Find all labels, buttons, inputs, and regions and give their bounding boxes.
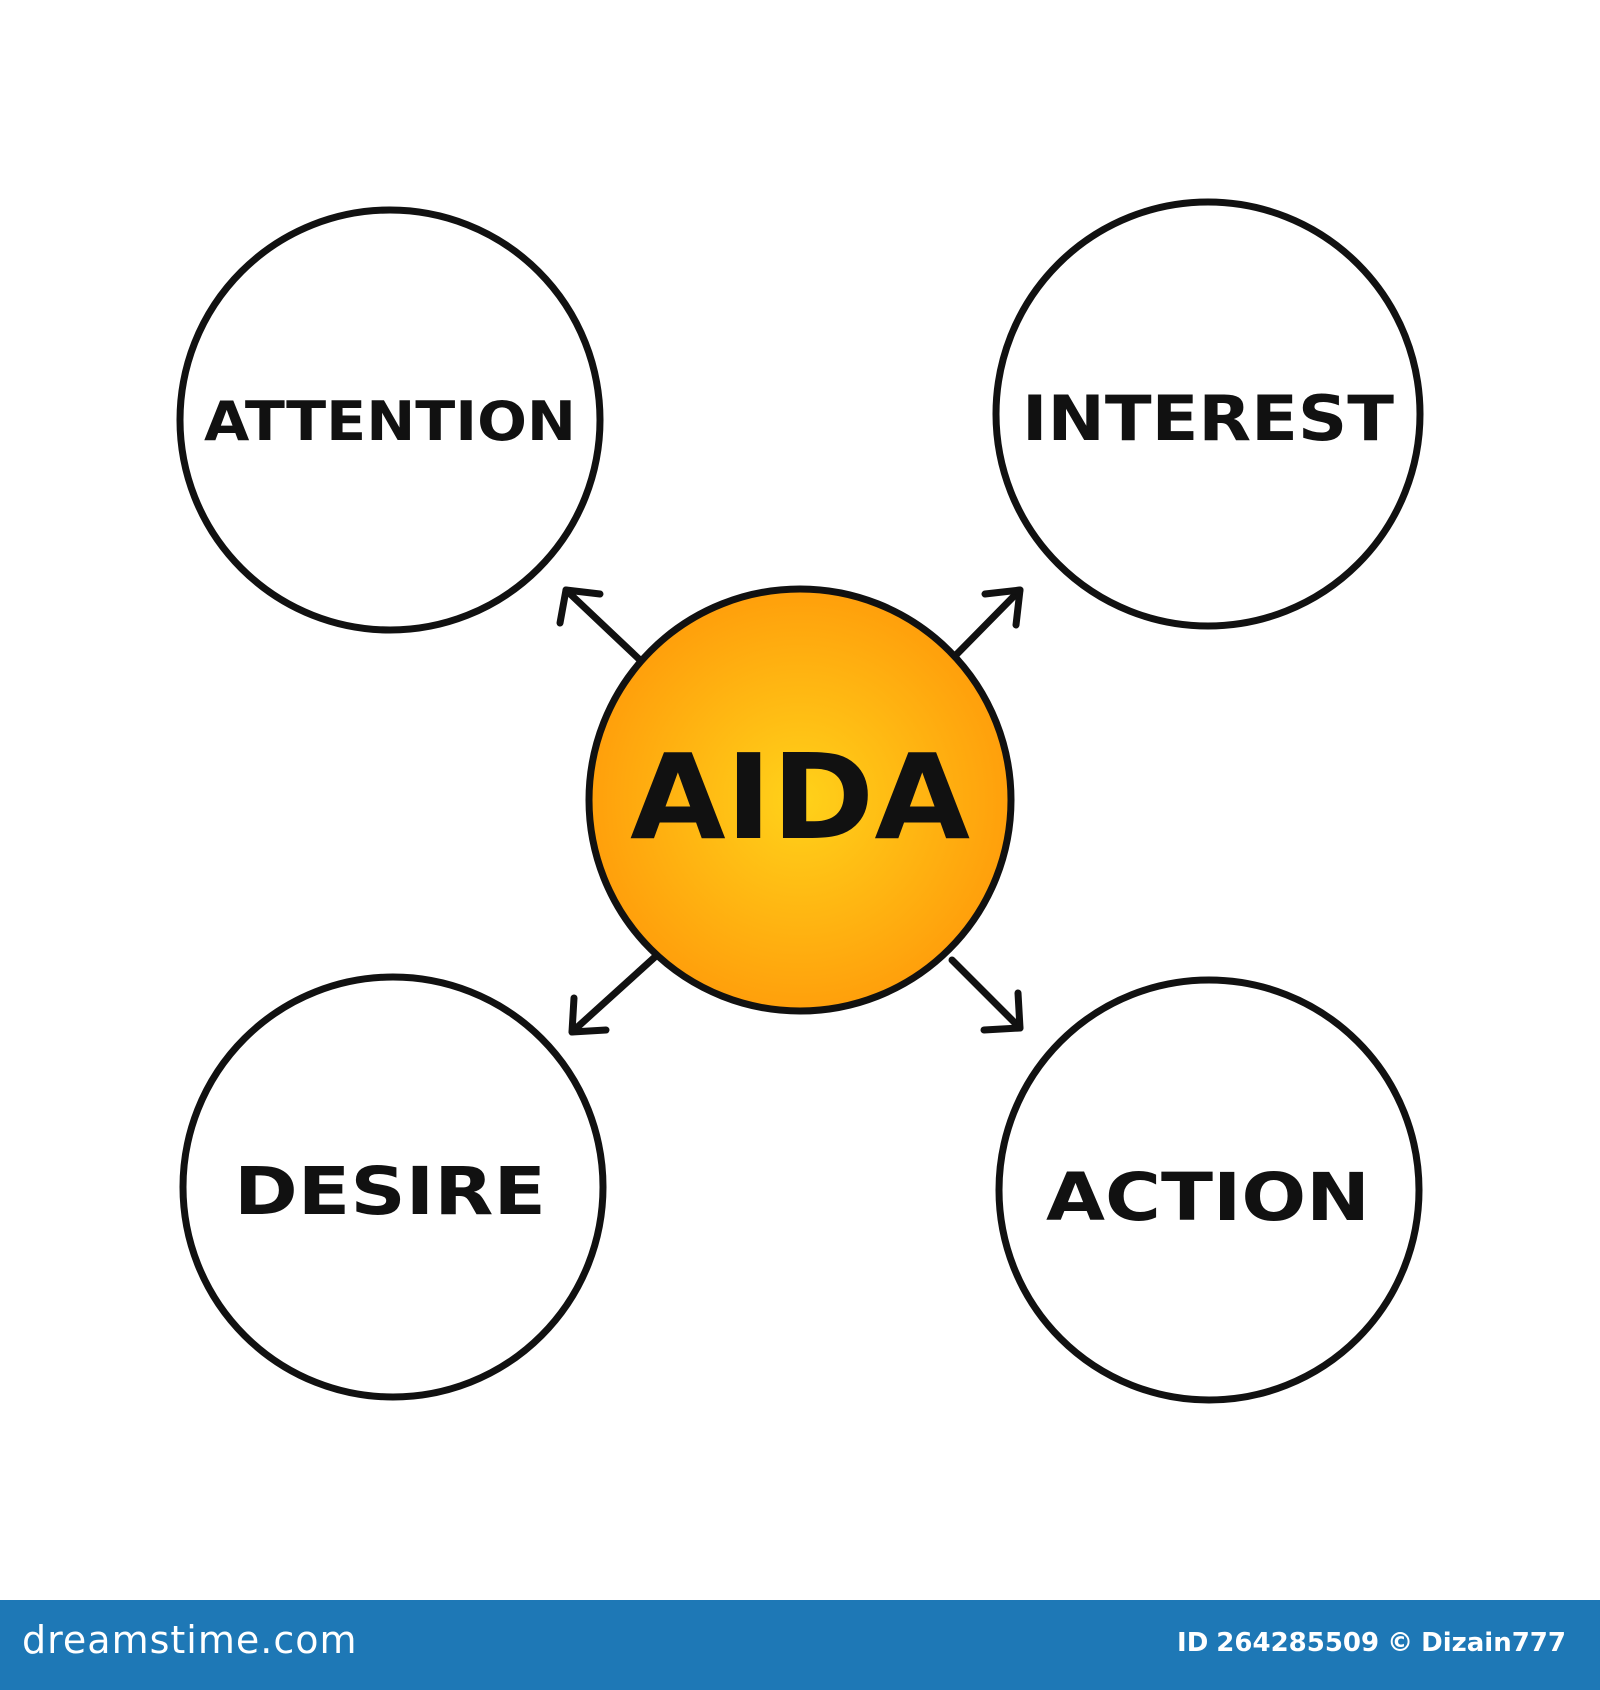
connector-attention: [556, 586, 644, 664]
author-name: Dizain777: [1421, 1628, 1566, 1658]
node-attention-circle: [176, 206, 604, 634]
connector-interest: [951, 586, 1024, 660]
node-interest-label: INTEREST: [1022, 382, 1394, 455]
connector-desire: [568, 952, 660, 1036]
image-id-value: 264285509: [1216, 1628, 1380, 1658]
center-circle: [585, 585, 1015, 1015]
node-action-circle: [995, 976, 1423, 1404]
node-action-label: ACTION: [1046, 1159, 1370, 1236]
node-desire-label: DESIRE: [234, 1153, 546, 1230]
footer-brand[interactable]: dreamstime.com: [22, 1618, 358, 1662]
copyright-symbol: ©: [1387, 1628, 1414, 1658]
connector-action: [948, 956, 1024, 1034]
node-desire-circle: [179, 973, 607, 1401]
aida-diagram: AIDA ATTENTION INTEREST DESIRE ACTION: [176, 198, 1424, 1404]
center-label: AIDA: [630, 728, 970, 866]
node-interest-circle: [992, 198, 1424, 630]
node-attention-label: ATTENTION: [204, 390, 576, 453]
image-id-label: ID: [1177, 1628, 1209, 1658]
